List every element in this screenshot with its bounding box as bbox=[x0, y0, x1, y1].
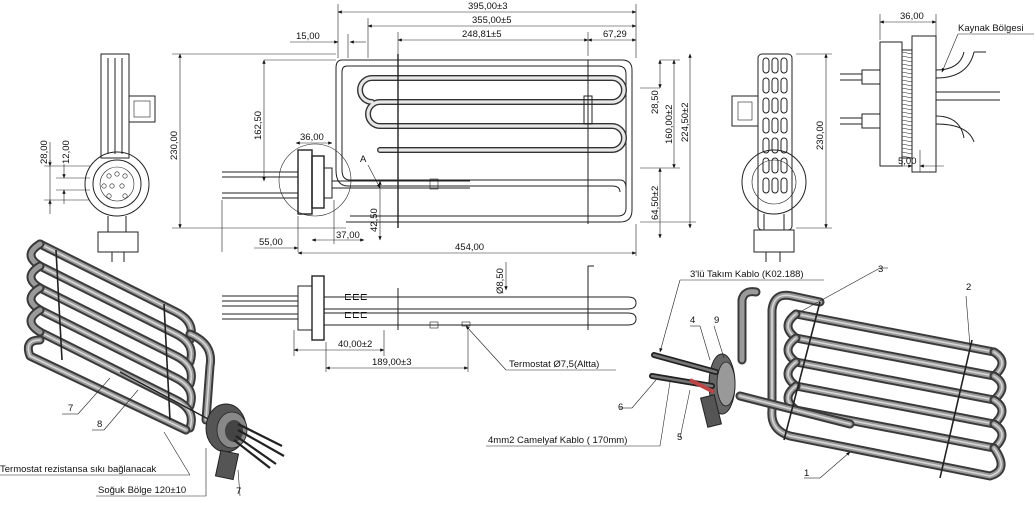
top-view: ⊏⊏⊏ ⊏⊏⊏ Ø8,50 40,00±2 189,00±3 Termostat… bbox=[222, 262, 637, 372]
dim-454: 454,00 bbox=[455, 242, 484, 253]
dim-36-front: 36,00 bbox=[300, 132, 324, 143]
label-termostat-top: Termostat Ø7,5(Altta) bbox=[509, 359, 599, 370]
front-view: A bbox=[222, 54, 633, 228]
dim-12: 12,00 bbox=[61, 140, 72, 164]
dim-55: 55,00 bbox=[259, 237, 283, 248]
left-side-view: 28,00 12,00 bbox=[39, 53, 156, 262]
label-num-7b: 7 bbox=[236, 486, 241, 497]
label-num-9: 9 bbox=[714, 315, 719, 326]
label-num-5: 5 bbox=[677, 432, 682, 443]
dim-67: 67,29 bbox=[603, 29, 627, 40]
label-num-7a: 7 bbox=[68, 403, 73, 414]
front-view-dimensions: 395,00±3 355,00±5 248,81±5 67,29 15,00 2… bbox=[169, 1, 696, 256]
label-termostat-rez: Termostat rezistansa sıkı bağlanacak bbox=[0, 464, 157, 475]
dim-248: 248,81±5 bbox=[462, 29, 502, 40]
side-detail-view: 36,00 Kaynak Bölgesi 5,00 bbox=[840, 11, 1034, 173]
label-num-4: 4 bbox=[690, 315, 695, 326]
section-label-a: A bbox=[360, 154, 367, 165]
label-num-6: 6 bbox=[618, 402, 623, 413]
dim-160: 160,00±2 bbox=[664, 104, 675, 144]
dim-189: 189,00±3 bbox=[372, 357, 412, 368]
right-side-view: 230,00 bbox=[731, 53, 832, 262]
label-num-8: 8 bbox=[97, 419, 102, 430]
dim-42: 42,50 bbox=[369, 208, 380, 232]
dim-40: 40,00±2 bbox=[338, 339, 372, 350]
dim-395: 395,00±3 bbox=[468, 1, 508, 12]
label-num-1: 1 bbox=[804, 468, 809, 479]
label-soguk: Soğuk Bölge 120±10 bbox=[98, 485, 186, 496]
label-camelyaf: 4mm2 Camelyaf Kablo ( 170mm) bbox=[488, 435, 627, 446]
dim-224: 224,50±2 bbox=[680, 102, 691, 142]
dim-5: 5,00 bbox=[898, 156, 917, 167]
dim-15: 15,00 bbox=[296, 31, 320, 42]
svg-text:⊏⊏⊏: ⊏⊏⊏ bbox=[344, 292, 368, 303]
label-num-2: 2 bbox=[966, 282, 971, 293]
dim-36-side: 36,00 bbox=[900, 11, 924, 22]
label-kaynak: Kaynak Bölgesi bbox=[958, 23, 1023, 34]
dim-64: 64,50±2 bbox=[650, 186, 661, 220]
label-num-3: 3 bbox=[878, 264, 883, 275]
dim-37: 37,00 bbox=[336, 230, 360, 241]
dim-28-50: 28,50 bbox=[650, 90, 661, 114]
dim-230-right: 230,00 bbox=[815, 121, 826, 150]
dim-230-left: 230,00 bbox=[169, 131, 180, 160]
dim-355: 355,00±5 bbox=[472, 15, 512, 26]
dim-162: 162,50 bbox=[253, 111, 264, 140]
svg-text:⊏⊏⊏: ⊏⊏⊏ bbox=[344, 310, 368, 321]
right-isometric-view: 3'lü Takım Kablo (K02.188) 3 2 4 9 6 4mm… bbox=[486, 264, 1007, 481]
dim-8-50: Ø8,50 bbox=[495, 268, 506, 294]
label-uclu-kablo: 3'lü Takım Kablo (K02.188) bbox=[690, 269, 804, 280]
dim-28: 28,00 bbox=[39, 140, 50, 164]
left-isometric-view: 7 8 Termostat rezistansa sıkı bağlanacak… bbox=[0, 239, 285, 497]
